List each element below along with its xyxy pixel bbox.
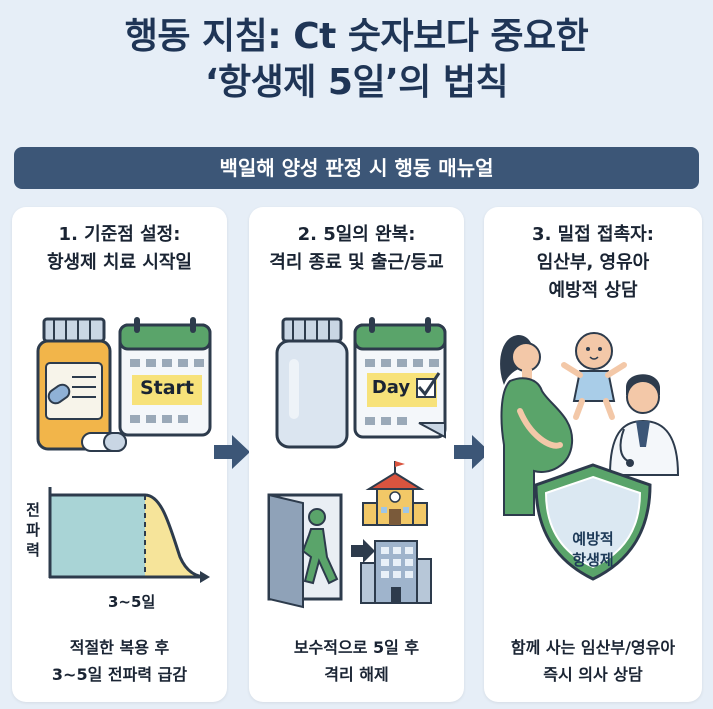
card-1-heading: 1. 기준점 설정: 항생제 치료 시작일 [12,221,227,277]
card-close-contacts: 3. 밀접 접촉자: 임산부, 영유아 예방적 상담 [484,207,702,702]
pill-capsule-icon [47,383,127,452]
card-3-heading-line-1: 3. 밀접 접촉자: [532,224,654,245]
arrow-right-icon [454,435,490,469]
empty-bottle-icon [275,317,349,449]
page-title: 행동 지침: Ct 숫자보다 중요한 ‘항생제 5일’의 법칙 [0,14,713,106]
shield-label: 예방적 항생제 [572,530,614,569]
card-2-heading-line-2: 격리 종료 및 출근/등교 [269,252,444,273]
card-2-footer: 보수적으로 5일 후 격리 해제 [293,638,420,684]
calendar-check-icon [353,317,447,439]
doctor-icon [608,374,680,476]
shield-icon [534,463,652,581]
card-3-heading-line-2: 임산부, 영유아 [536,252,650,273]
infectivity-curve [48,487,210,583]
calendar-day-label: Day [371,377,411,398]
baby-icon [561,332,627,420]
pregnant-woman-icon [500,335,574,516]
section-banner: 백일해 양성 판정 시 행동 매뉴얼 [14,147,699,189]
card-2-heading-line-1: 2. 5일의 완복: [297,224,416,245]
title-line-2: ‘항생제 5일’의 법칙 [204,62,509,103]
card-baseline: 1. 기준점 설정: 항생제 치료 시작일 [12,207,227,702]
card-1-heading-line-2: 항생제 치료 시작일 [46,252,192,273]
chart-y-axis-label: 전 파 력 [26,501,40,559]
medicine-bottle-icon [36,317,112,451]
card-1-heading-line-1: 1. 기준점 설정: [58,224,181,245]
card-full-course: 2. 5일의 완복: 격리 종료 및 출근/등교 [249,207,464,702]
person-exiting-door-icon [267,493,343,609]
card-1-footer: 적절한 복용 후 3~5일 전파력 급감 [51,638,188,684]
school-icon [362,461,428,526]
card-2-heading: 2. 5일의 완복: 격리 종료 및 출근/등교 [249,221,464,277]
title-line-1: 행동 지침: Ct 숫자보다 중요한 [124,16,589,57]
arrow-small-icon [351,539,375,563]
card-3-footer: 함께 사는 임산부/영유아 즉시 의사 상담 [510,638,676,684]
calendar-icon [118,317,212,437]
calendar-start-label: Start [139,377,195,399]
card-3-heading: 3. 밀접 접촉자: 임산부, 영유아 예방적 상담 [484,221,702,305]
office-building-icon [360,540,432,604]
arrow-right-icon [214,435,250,469]
card-3-heading-line-3: 예방적 상담 [548,280,638,301]
chart-x-axis-label: 3~5일 [108,593,156,611]
